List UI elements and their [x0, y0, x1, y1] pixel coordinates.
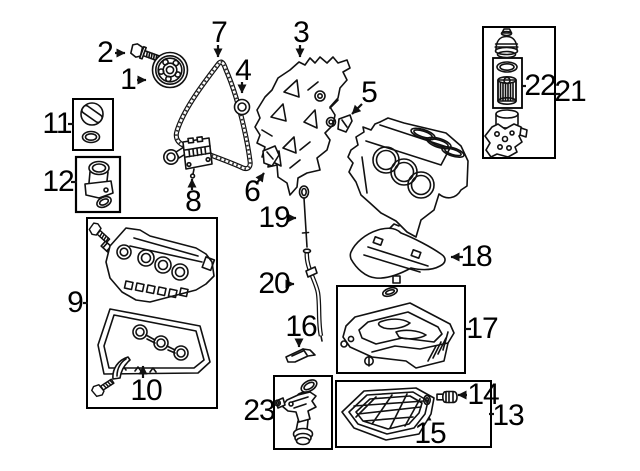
- callout-10[interactable]: 10: [130, 374, 162, 407]
- callout-16[interactable]: 16: [285, 310, 317, 343]
- callout-22[interactable]: 22: [524, 69, 556, 102]
- oil-filler-cap-group: [80, 102, 104, 144]
- callout-18[interactable]: 18: [460, 240, 492, 273]
- valve-cover-bolt-bottom: [91, 378, 115, 398]
- valve-cover-gasket: [97, 308, 211, 375]
- callout-12[interactable]: 12: [42, 165, 74, 198]
- oil-drain-plug: [436, 390, 458, 404]
- block-gasket-small: [337, 114, 353, 133]
- upper-oil-pan-group: [340, 286, 455, 369]
- callout-15[interactable]: 15: [414, 417, 446, 450]
- callout-1[interactable]: 1: [120, 63, 137, 96]
- breather-o-ring: [96, 195, 112, 209]
- chain-tensioner: [163, 136, 213, 179]
- callout-9[interactable]: 9: [67, 286, 84, 319]
- dipstick-tube: [302, 248, 324, 342]
- timing-chain: [173, 59, 253, 172]
- callout-14[interactable]: 14: [467, 378, 499, 411]
- callout-19[interactable]: 19: [258, 201, 290, 234]
- cover-gasket-small: [262, 145, 280, 167]
- oil-filter-element: [497, 76, 517, 106]
- oil-filter-o-ring: [496, 61, 518, 73]
- callout-arrow-5: [351, 103, 363, 115]
- valve-cover-bracket: [112, 356, 131, 380]
- callout-21[interactable]: 21: [554, 75, 586, 108]
- callout-3[interactable]: 3: [293, 16, 310, 49]
- callout-leaders: [68, 45, 560, 421]
- oil-filter-cap: [494, 28, 519, 59]
- valve-cover: [105, 227, 216, 303]
- lower-oil-pan-group: [341, 387, 458, 441]
- callout-2[interactable]: 2: [97, 36, 114, 69]
- callout-20[interactable]: 20: [258, 267, 290, 300]
- callout-6[interactable]: 6: [244, 175, 261, 208]
- box-23: [273, 375, 333, 450]
- oil-pump-o-ring: [300, 379, 318, 393]
- upper-pan-gasket: [381, 286, 399, 298]
- filler-cap-o-ring: [81, 130, 101, 144]
- callout-7[interactable]: 7: [211, 16, 228, 49]
- valve-cover-group: [88, 222, 216, 398]
- box-12: [74, 155, 122, 214]
- timing-cover: [254, 56, 351, 196]
- callout-8[interactable]: 8: [185, 185, 202, 218]
- valve-cover-bolt-top: [88, 222, 111, 244]
- callout-13[interactable]: 13: [492, 399, 524, 432]
- callout-4[interactable]: 4: [235, 54, 252, 87]
- callout-17[interactable]: 17: [466, 312, 498, 345]
- callout-5[interactable]: 5: [361, 76, 378, 109]
- crank-pulley: [151, 51, 189, 89]
- drain-plug-washer: [422, 394, 431, 406]
- crank-seal: [233, 98, 251, 116]
- breather-cap-group: [84, 160, 114, 209]
- box-9: [86, 217, 218, 409]
- baffle-plate: [349, 223, 446, 284]
- engine-block: [347, 117, 469, 238]
- callout-arrow-6: [255, 172, 265, 184]
- callout-11[interactable]: 11: [42, 107, 72, 140]
- gasket-16: [285, 348, 316, 363]
- oil-filter-housing: [484, 109, 528, 158]
- callout-23[interactable]: 23: [243, 394, 275, 427]
- dipstick: [298, 185, 310, 248]
- oil-pump-group: [273, 379, 318, 446]
- box-21: [482, 26, 556, 159]
- oil-filter-assembly: [484, 28, 528, 158]
